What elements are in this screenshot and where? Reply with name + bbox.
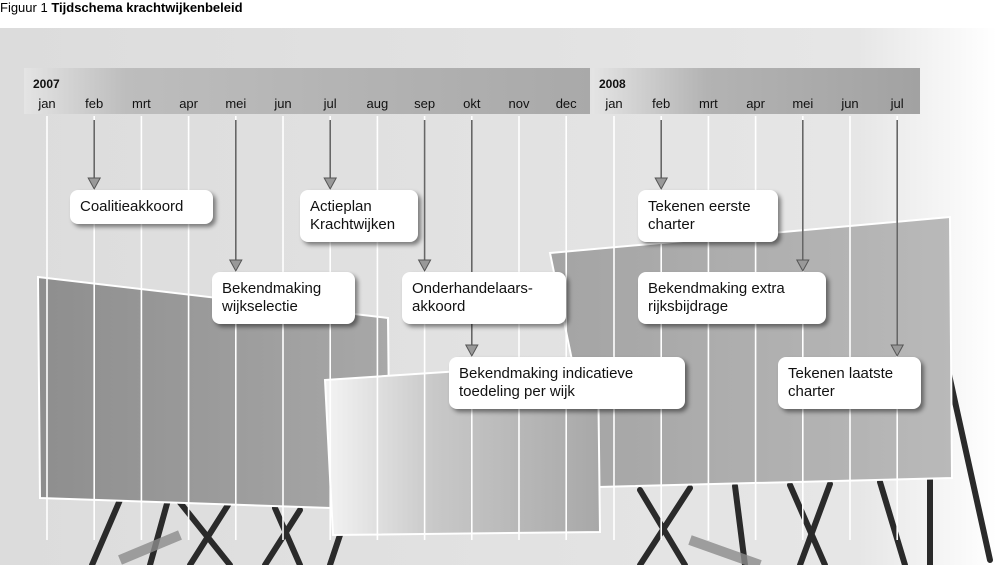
event-text-line: charter	[648, 216, 695, 233]
month-label-2007-nov: nov	[508, 96, 530, 111]
arrow-head-onderhandelaarsakkoord	[417, 259, 432, 273]
billboard-braces	[118, 530, 762, 565]
month-label-2007-feb: feb	[85, 96, 104, 111]
year-bar-2008	[592, 68, 920, 114]
month-label-2008-jun: jun	[841, 96, 859, 111]
event-text-line: Actieplan	[310, 198, 372, 215]
event-text-line: Krachtwijken	[310, 216, 396, 233]
month-label-2007-mrt: mrt	[132, 96, 151, 111]
month-label-2007-jul: jul	[323, 96, 337, 111]
billboard-right	[548, 215, 954, 489]
year-label-2007: 2007	[33, 77, 60, 91]
event-arrows	[87, 120, 905, 358]
arrow-head-actieplan-krachtwijken	[323, 177, 338, 191]
arrow-head-bekendmaking-wijkselectie	[228, 259, 243, 273]
year-label-2008: 2008	[599, 77, 626, 91]
month-label-2007-jun: jun	[274, 96, 292, 111]
event-text-line: Onderhandelaars-	[412, 280, 533, 297]
month-label-2008-mei: mei	[792, 96, 814, 111]
month-label-2008-feb: feb	[652, 96, 671, 111]
event-text-line: Bekendmaking extra	[648, 280, 785, 297]
arrow-head-tekenen-eerste-charter	[654, 177, 669, 191]
event-text-line: Bekendmaking indicatieve	[459, 365, 634, 382]
event-text-line: Bekendmaking	[222, 280, 322, 297]
month-label-2007-mei: mei	[225, 96, 247, 111]
event-text-line: Coalitieakkoord	[80, 198, 184, 215]
month-label-2007-jan: jan	[38, 96, 56, 111]
month-label-2007-okt: okt	[463, 96, 481, 111]
event-coalitieakkoord: Coalitieakkoord	[70, 190, 213, 224]
month-label-2008-jan: jan	[605, 96, 623, 111]
month-label-2007-apr: apr	[179, 96, 198, 111]
event-text-line: toedeling per wijk	[459, 383, 575, 400]
arrow-head-coalitieakkoord	[87, 177, 102, 191]
event-text-line: akkoord	[412, 298, 466, 315]
month-label-2008-mrt: mrt	[699, 96, 718, 111]
event-text-line: wijkselectie	[222, 298, 298, 315]
arrow-head-bekendmaking-indicatieve-toedeling	[464, 344, 479, 358]
figure-caption: Figuur 1 Tijdschema krachtwijkenbeleid	[0, 0, 243, 18]
figure-prefix: Figuur 1	[0, 0, 48, 15]
year-bar-2007	[24, 68, 590, 114]
arrow-head-bekendmaking-extra-rijksbijdrage	[795, 259, 810, 273]
month-label-2008-jul: jul	[890, 96, 904, 111]
event-text-line: Tekenen eerste	[648, 198, 751, 215]
month-label-2008-apr: apr	[746, 96, 765, 111]
event-text-line: Tekenen laatste	[788, 365, 894, 382]
event-text-line: charter	[788, 383, 835, 400]
month-label-2007-sep: sep	[414, 96, 436, 111]
month-label-2007-aug: aug	[366, 96, 389, 111]
event-onderhandelaarsakkoord: Onderhandelaars-akkoord	[402, 272, 566, 324]
arrow-head-tekenen-laatste-charter	[890, 344, 905, 358]
month-label-2007-dec: dec	[555, 96, 577, 111]
event-text-line: rijksbijdrage	[648, 298, 729, 315]
figure-title: Tijdschema krachtwijkenbeleid	[51, 0, 243, 15]
